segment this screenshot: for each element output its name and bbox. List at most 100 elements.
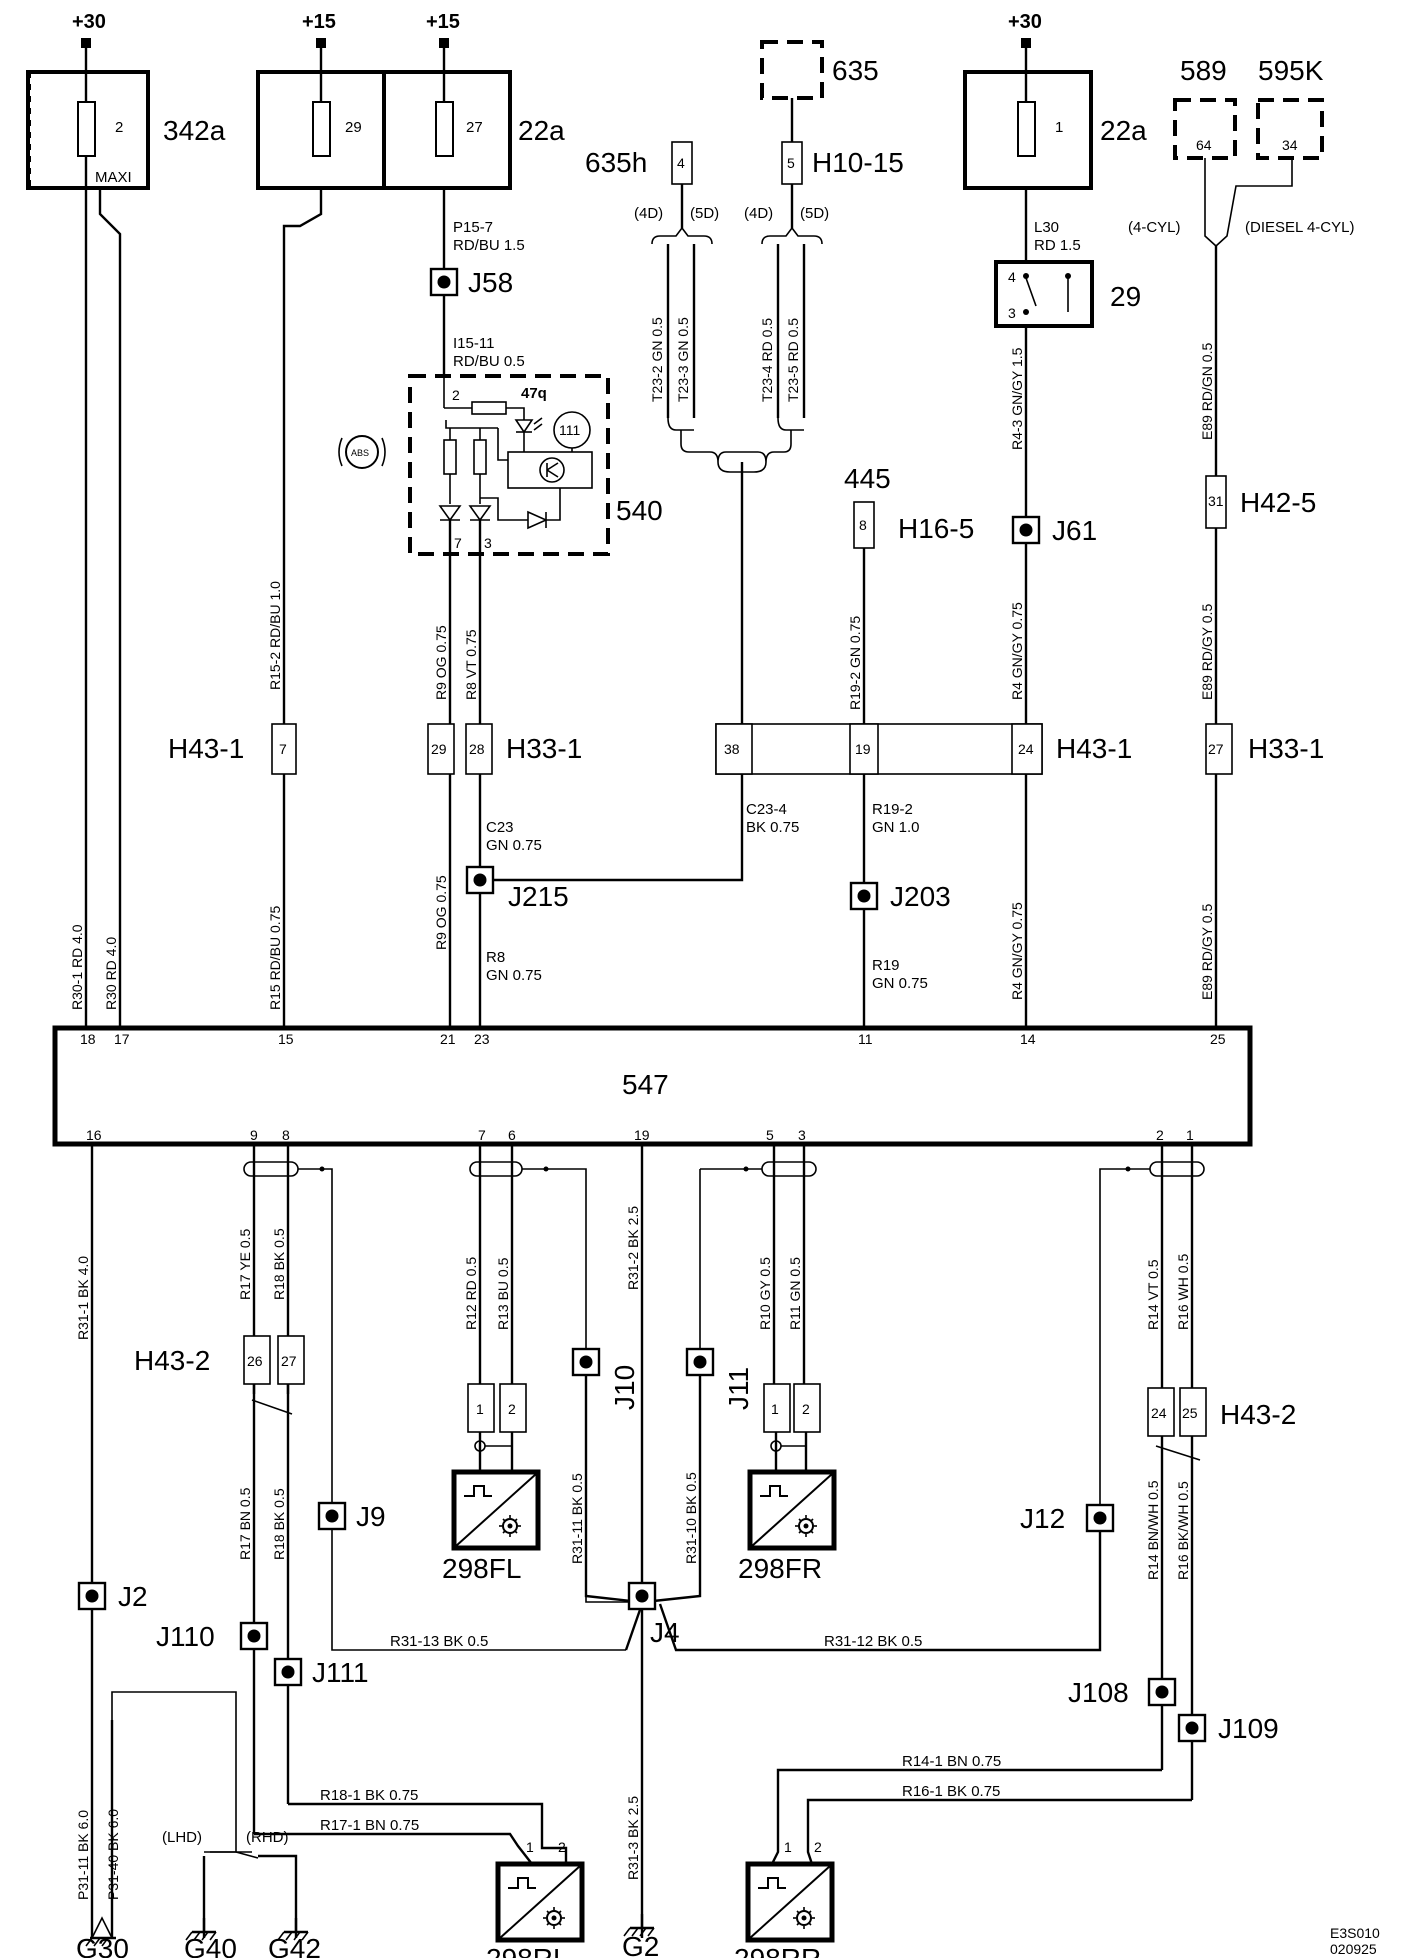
- svg-text:23: 23: [474, 1031, 490, 1047]
- svg-text:C23-4: C23-4: [746, 801, 787, 818]
- svg-text:2: 2: [1156, 1127, 1164, 1143]
- svg-text:H43-1: H43-1: [1056, 733, 1132, 764]
- svg-text:(DIESEL 4-CYL): (DIESEL 4-CYL): [1245, 219, 1354, 236]
- svg-text:R8: R8: [486, 949, 505, 966]
- svg-text:7: 7: [478, 1127, 486, 1143]
- r30-wires: R30-1 RD 4.0 R30 RD 4.0: [69, 188, 122, 1028]
- fuse-1-number: 1: [1055, 119, 1063, 136]
- svg-text:2: 2: [814, 1839, 822, 1855]
- svg-text:2: 2: [452, 387, 460, 403]
- svg-text:R9 OG 0.75: R9 OG 0.75: [433, 875, 449, 950]
- svg-text:BK 0.75: BK 0.75: [746, 819, 799, 836]
- footer-code-2: 020925: [1330, 1941, 1377, 1957]
- svg-text:1: 1: [526, 1839, 534, 1855]
- svg-text:298FL: 298FL: [442, 1553, 521, 1584]
- svg-text:18: 18: [80, 1031, 96, 1047]
- svg-text:24: 24: [1151, 1405, 1167, 1421]
- svg-text:GN 0.75: GN 0.75: [486, 837, 542, 854]
- svg-text:635h: 635h: [585, 147, 647, 178]
- sensor-298fl: 298FL: [442, 1472, 538, 1584]
- splice-j215: J215: [465, 865, 569, 912]
- svg-text:R16 BK/WH 0.5: R16 BK/WH 0.5: [1175, 1481, 1191, 1580]
- svg-text:25: 25: [1210, 1031, 1226, 1047]
- component-540: 540 2 47q 111 7: [408, 374, 663, 556]
- svg-text:E89 RD/GN 0.5: E89 RD/GN 0.5: [1199, 343, 1215, 440]
- svg-text:1: 1: [1186, 1127, 1194, 1143]
- svg-text:J11: J11: [723, 1367, 754, 1410]
- svg-text:J9: J9: [356, 1501, 386, 1532]
- svg-text:2: 2: [558, 1839, 566, 1855]
- svg-text:R4-3 GN/GY 1.5: R4-3 GN/GY 1.5: [1009, 347, 1025, 450]
- svg-text:R8 VT 0.75: R8 VT 0.75: [463, 629, 479, 700]
- fuse-342a: 2 MAXI 342a: [26, 48, 226, 190]
- splice-j12: J12: [1020, 1503, 1115, 1534]
- svg-text:T23-4 RD 0.5: T23-4 RD 0.5: [759, 318, 775, 402]
- svg-text:540: 540: [616, 495, 663, 526]
- svg-text:ABS: ABS: [351, 448, 369, 458]
- svg-text:R18-1 BK 0.75: R18-1 BK 0.75: [320, 1787, 418, 1804]
- svg-text:R19: R19: [872, 957, 900, 974]
- svg-text:7: 7: [454, 535, 462, 551]
- svg-text:R31-13 BK 0.5: R31-13 BK 0.5: [390, 1633, 488, 1650]
- svg-text:(5D): (5D): [690, 205, 719, 222]
- svg-text:J12: J12: [1020, 1503, 1065, 1534]
- svg-text:C23: C23: [486, 819, 514, 836]
- svg-text:H43-2: H43-2: [1220, 1399, 1296, 1430]
- svg-text:R4 GN/GY 0.75: R4 GN/GY 0.75: [1009, 602, 1025, 700]
- e89-wires: E89 RD/GN 0.5 31 H42-5 E89 RD/GY 0.5 27 …: [1199, 246, 1324, 1028]
- svg-text:J61: J61: [1052, 515, 1097, 546]
- svg-text:H10-15: H10-15: [812, 147, 904, 178]
- svg-text:RD/BU 0.5: RD/BU 0.5: [453, 353, 525, 370]
- svg-text:8: 8: [859, 517, 867, 533]
- svg-text:34: 34: [1282, 137, 1298, 153]
- svg-text:P31-40 BK 6.0: P31-40 BK 6.0: [105, 1809, 121, 1900]
- sensor-298rr: 298RR: [734, 1864, 832, 1958]
- svg-text:29: 29: [431, 741, 447, 757]
- splice-j9: J9: [317, 1501, 386, 1532]
- svg-text:RD/BU 1.5: RD/BU 1.5: [453, 237, 525, 254]
- r15-wires: R15-2 RD/BU 1.0 R15 RD/BU 0.75: [267, 188, 323, 1028]
- splice-j4: J4: [627, 1581, 680, 1648]
- svg-text:27: 27: [1208, 741, 1224, 757]
- svg-text:GN 0.75: GN 0.75: [486, 967, 542, 984]
- svg-text:L30: L30: [1034, 219, 1059, 236]
- svg-text:R19-2: R19-2: [872, 801, 913, 818]
- svg-text:H43-1: H43-1: [168, 733, 244, 764]
- splice-j10: J10: [571, 1347, 640, 1410]
- svg-text:4: 4: [677, 155, 685, 171]
- svg-text:T23-3 GN 0.5: T23-3 GN 0.5: [675, 317, 691, 402]
- svg-text:5: 5: [766, 1127, 774, 1143]
- svg-text:4: 4: [1008, 269, 1016, 285]
- svg-text:J10: J10: [609, 1365, 640, 1410]
- svg-text:14: 14: [1020, 1031, 1036, 1047]
- svg-text:3: 3: [484, 535, 492, 551]
- svg-text:1: 1: [771, 1401, 779, 1417]
- svg-text:H16-5: H16-5: [898, 513, 974, 544]
- fr-sensor-wires: R10 GY 0.5 R11 GN 0.5 1 2: [700, 1144, 821, 1472]
- splice-j109: J109: [1177, 1713, 1279, 1744]
- svg-text:R30-1 RD 4.0: R30-1 RD 4.0: [69, 924, 85, 1010]
- ground-g30: G30: [76, 1916, 129, 1958]
- label-plus30-left: +30: [72, 11, 106, 33]
- svg-text:298RR: 298RR: [734, 1943, 821, 1958]
- sensor-298fr: 298FR: [738, 1472, 834, 1584]
- svg-text:(4-CYL): (4-CYL): [1128, 219, 1181, 236]
- connector-row-h43-1: 7 H43-1 29 28 H33-1 38 19 24 H43-1: [168, 723, 1132, 775]
- abs-warning-icon: ABS: [338, 435, 386, 469]
- svg-text:R19-2 GN 0.75: R19-2 GN 0.75: [847, 616, 863, 710]
- svg-text:R31-2 BK 2.5: R31-2 BK 2.5: [625, 1206, 641, 1290]
- svg-text:R30 RD 4.0: R30 RD 4.0: [103, 937, 119, 1010]
- label-plus15-b: +15: [426, 11, 460, 33]
- svg-text:1: 1: [476, 1401, 484, 1417]
- svg-text:R16 WH 0.5: R16 WH 0.5: [1175, 1254, 1191, 1330]
- svg-text:(4D): (4D): [634, 205, 663, 222]
- svg-text:R11 GN 0.5: R11 GN 0.5: [787, 1257, 803, 1330]
- splice-j61: J61: [1011, 515, 1097, 546]
- svg-text:G2: G2: [622, 1931, 659, 1958]
- connector-635h: 4 635h: [585, 141, 693, 185]
- svg-text:25: 25: [1182, 1405, 1198, 1421]
- svg-text:J203: J203: [890, 881, 951, 912]
- svg-text:R9 OG 0.75: R9 OG 0.75: [433, 625, 449, 700]
- svg-text:(5D): (5D): [800, 205, 829, 222]
- fuse-box-342a-label: 342a: [163, 115, 226, 146]
